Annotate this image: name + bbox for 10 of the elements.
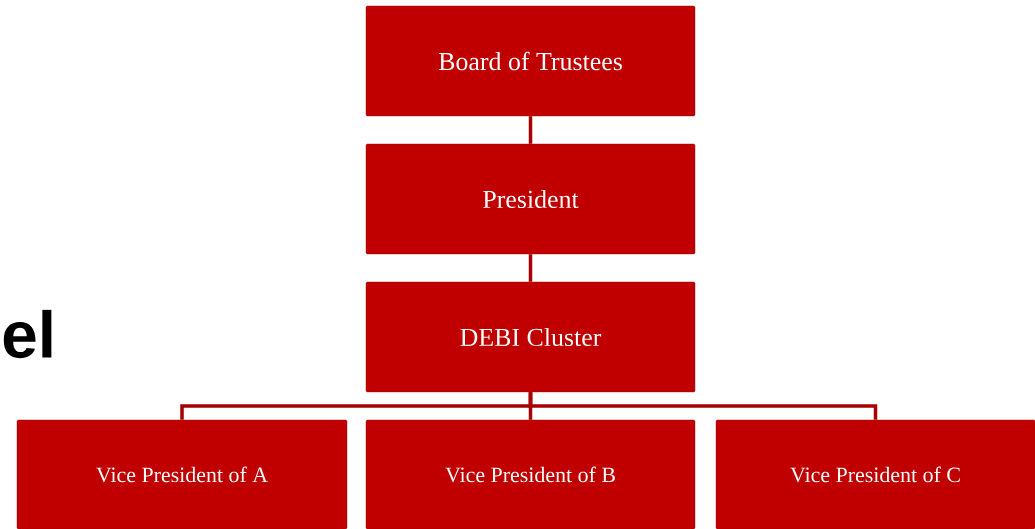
title-fragment: el	[3, 309, 52, 359]
connector-line	[528, 116, 533, 144]
connector-line	[528, 392, 878, 420]
org-box: Vice President of B	[365, 419, 696, 529]
org-box: Board of Trustees	[365, 5, 696, 117]
org-box: DEBI Cluster	[365, 281, 696, 393]
connector-line	[528, 254, 533, 282]
org-box: Vice President of C	[715, 419, 1035, 529]
org-box: President	[365, 143, 696, 255]
org-box: Vice President of A	[16, 419, 348, 529]
